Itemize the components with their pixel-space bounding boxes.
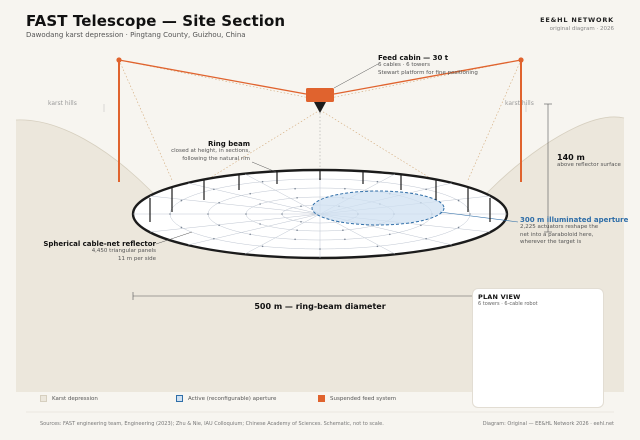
- net-node: [213, 237, 215, 240]
- plan-view-subtitle: 6 towers · 6-cable robot: [478, 301, 538, 307]
- ring-beam-line1: closed at height, in sections,: [171, 148, 250, 154]
- footer-credit: Diagram: Original — EE&HL Network 2026 ·…: [482, 421, 614, 427]
- feed-cabin-title: Feed cabin — 30 t: [378, 54, 449, 62]
- height-description: above reflector surface: [557, 162, 621, 168]
- feed-cabin-line2: Stewart platform for fine positioning: [378, 69, 478, 76]
- net-node: [249, 192, 251, 195]
- diameter-label: 500 m — ring-beam diameter: [254, 302, 386, 311]
- feed-cabin-receiver: [314, 102, 326, 113]
- net-node: [245, 213, 247, 215]
- net-node: [207, 213, 209, 215]
- karst-hills-left-label: karst hills: [48, 100, 77, 107]
- ring-beam-annotation: Ring beam closed at height, in sections,…: [136, 140, 250, 163]
- net-node: [218, 224, 220, 227]
- net-node: [300, 205, 302, 207]
- net-node: [376, 245, 379, 248]
- net-node: [344, 238, 346, 241]
- reflector-leader: [155, 231, 193, 245]
- legend-item-karst: Karst depression: [40, 395, 98, 402]
- aperture-title: 300 m illuminated aperture: [520, 216, 629, 224]
- reflector-line2: 11 m per side: [117, 255, 156, 262]
- net-node: [296, 229, 298, 231]
- legend-label-aperture: Active (reconfigurable) aperture: [188, 395, 277, 402]
- net-node: [249, 233, 251, 236]
- net-node: [319, 248, 321, 250]
- legend-swatch-aperture: [176, 395, 183, 402]
- aperture-leader: [439, 211, 519, 223]
- net-node: [213, 188, 215, 191]
- net-node: [296, 197, 298, 199]
- brand-subtitle: original diagram · 2026: [549, 26, 614, 32]
- net-node: [389, 233, 391, 236]
- page-title: FAST Telescope — Site Section: [26, 12, 286, 30]
- legend-label-feed: Suspended feed system: [330, 395, 397, 402]
- net-node: [342, 229, 344, 231]
- net-node: [344, 187, 346, 190]
- ring-beam-leader: [251, 161, 277, 173]
- feed-cabin: [306, 88, 334, 102]
- height-annotation: 140 m above reflector surface: [557, 153, 621, 170]
- net-node: [180, 199, 183, 202]
- cable-left: [118, 59, 307, 95]
- feed-cable-guides: [118, 59, 522, 216]
- ring-beam-line2: following the natural rim: [182, 155, 250, 162]
- reflector-title: Spherical cable-net reflector: [43, 240, 156, 248]
- height-value: 140 m: [557, 153, 585, 162]
- aperture-line2: net into a paraboloid here,: [520, 231, 594, 238]
- legend-item-aperture: Active (reconfigurable) aperture: [176, 395, 276, 402]
- brand-name: EE&HL NETWORK: [540, 16, 614, 24]
- net-node: [261, 245, 264, 248]
- aperture-annotation: 300 m illuminated aperture 2,225 actuato…: [520, 216, 628, 247]
- net-node: [218, 201, 220, 204]
- reflector-line1: 4,450 triangular panels: [91, 248, 156, 254]
- cable-right: [333, 59, 522, 95]
- legend-swatch-karst: [40, 395, 47, 402]
- illuminated-aperture: [311, 190, 445, 226]
- net-node: [425, 188, 427, 191]
- karst-hills-right-label: karst hills: [505, 100, 534, 107]
- net-node: [457, 199, 460, 202]
- aperture-line1: 2,225 actuators reshape the: [520, 224, 599, 230]
- net-node: [469, 213, 471, 215]
- net-node: [281, 213, 283, 215]
- feed-cabin-annotation: Feed cabin — 30 t 6 cables · 6 towers St…: [378, 54, 478, 77]
- footer-sources: Sources: FAST engineering team, Engineer…: [40, 421, 384, 427]
- feed-cabin-line1: 6 cables · 6 towers: [378, 62, 430, 68]
- legend-swatch-feed: [318, 395, 325, 402]
- net-node: [300, 221, 302, 223]
- net-node: [259, 203, 261, 205]
- aperture-line3: wherever the target is: [520, 239, 582, 246]
- ring-beam-title: Ring beam: [208, 140, 250, 148]
- legend-item-feed: Suspended feed system: [318, 395, 396, 402]
- net-node: [425, 237, 427, 240]
- net-node: [169, 213, 171, 215]
- net-node: [420, 224, 422, 227]
- plan-view-panel: [472, 288, 604, 408]
- page-subtitle: Dawodang karst depression · Pingtang Cou…: [26, 31, 246, 39]
- ring-beam-posts: [149, 170, 491, 222]
- net-node: [261, 180, 264, 183]
- net-node: [457, 226, 460, 229]
- net-node: [259, 223, 261, 225]
- legend-label-karst: Karst depression: [52, 395, 98, 402]
- reflector-annotation: Spherical cable-net reflector 4,450 tria…: [20, 240, 156, 263]
- net-node: [294, 187, 296, 190]
- net-node: [294, 238, 296, 241]
- feed-cabin-leader: [333, 63, 379, 89]
- plan-view-title: PLAN VIEW: [478, 293, 521, 301]
- net-node: [376, 180, 379, 183]
- net-node: [180, 226, 183, 229]
